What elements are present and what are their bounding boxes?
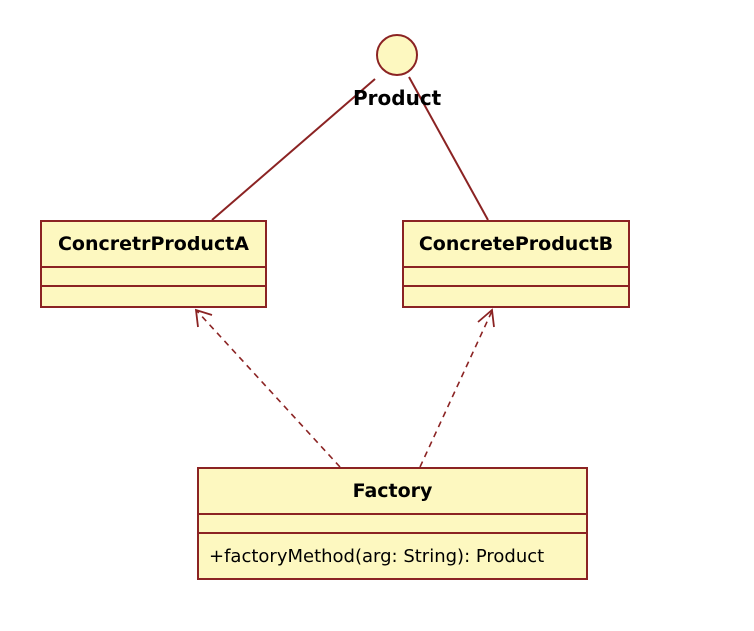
class-name: Factory	[199, 469, 586, 515]
class-concrete-product-a[interactable]: ConcretrProductA	[40, 220, 267, 308]
attributes-compartment	[42, 268, 265, 287]
operations-compartment	[404, 287, 628, 306]
product-interface-label: Product	[353, 86, 442, 110]
realization-line-a	[211, 78, 376, 221]
dependency-line-a	[196, 310, 341, 468]
dependency-arrowhead-a	[194, 308, 213, 328]
factory-method-operation: +factoryMethod(arg: String): Product	[209, 545, 545, 567]
class-name: ConcreteProductB	[404, 222, 628, 268]
dependency-line-b	[419, 310, 493, 468]
product-interface-icon[interactable]	[376, 34, 418, 76]
class-concrete-product-b[interactable]: ConcreteProductB	[402, 220, 630, 308]
realization-line-b	[408, 76, 489, 221]
attributes-compartment	[199, 515, 586, 534]
class-factory[interactable]: Factory +factoryMethod(arg: String): Pro…	[197, 467, 588, 580]
attributes-compartment	[404, 268, 628, 287]
class-name: ConcretrProductA	[42, 222, 265, 268]
operations-compartment	[42, 287, 265, 306]
dependency-arrowhead-b	[477, 308, 495, 328]
